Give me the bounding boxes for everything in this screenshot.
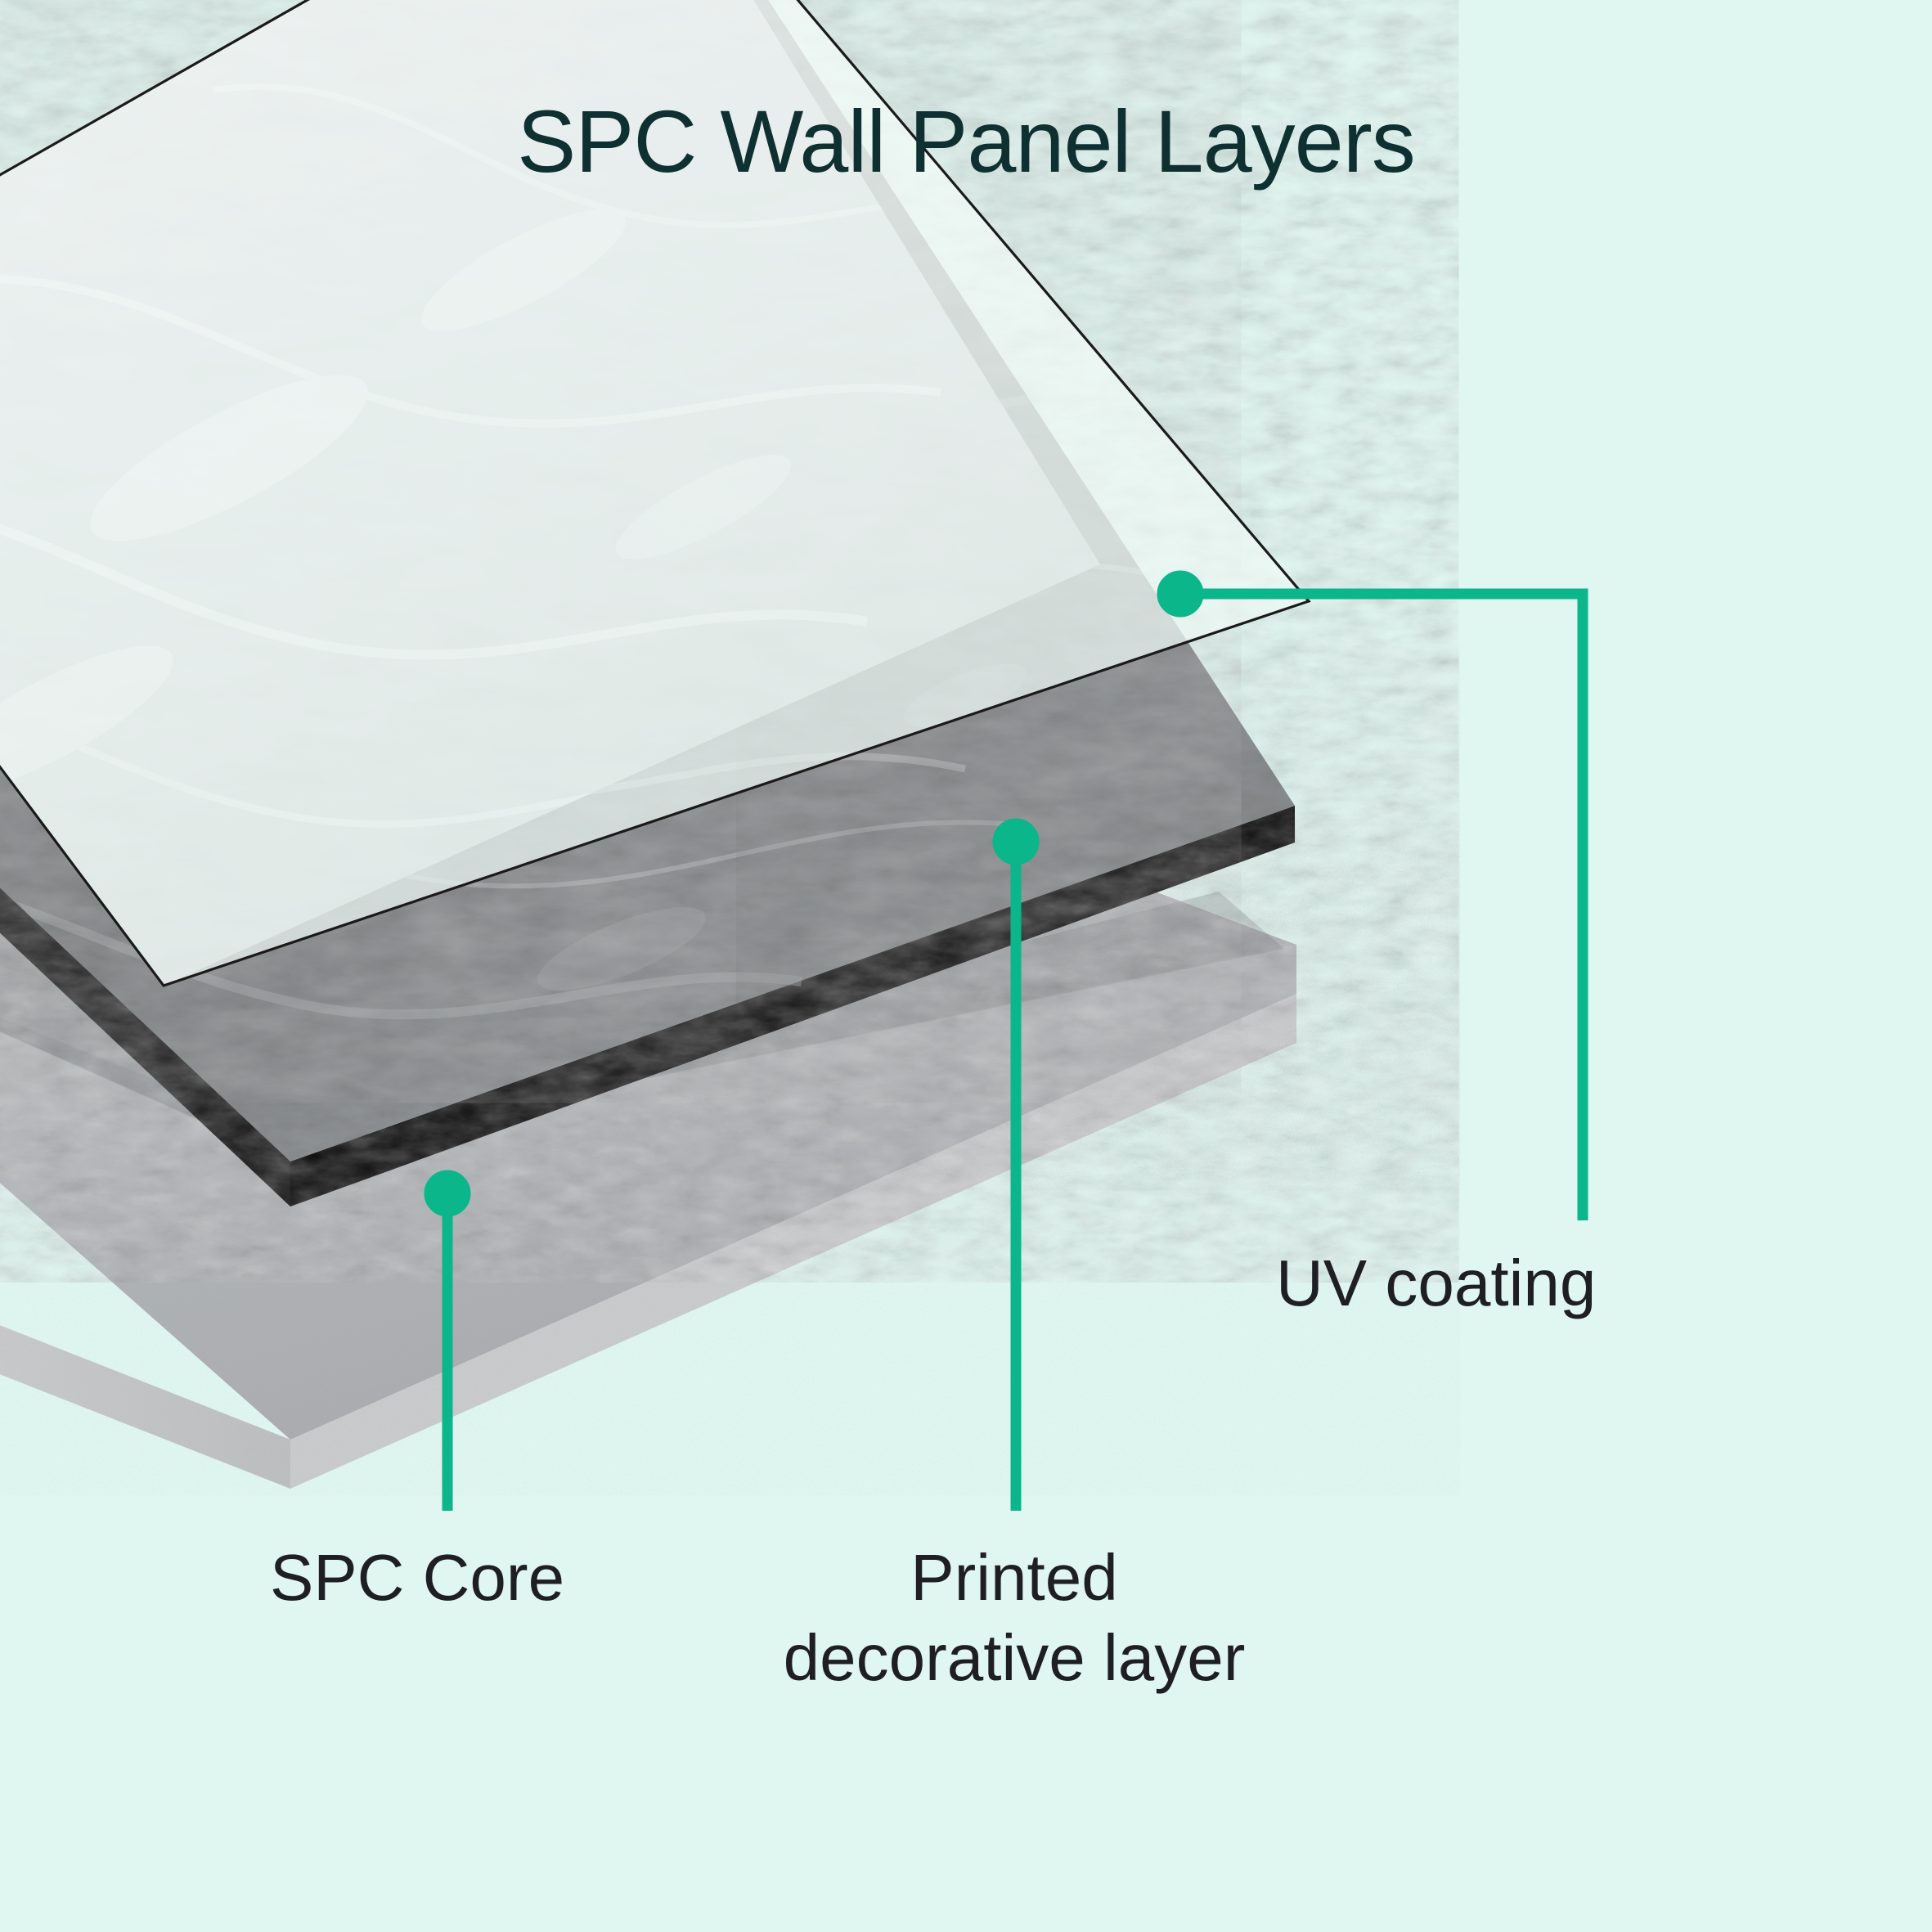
uv-coating-overhang-fill — [0, 0, 1309, 986]
spc-core-side-left — [0, 1325, 290, 1489]
callout-label-uv-coating: UV coating — [1276, 1247, 1597, 1319]
callout-leaders — [424, 570, 1588, 1511]
uv-coating-tint — [0, 0, 1100, 986]
spc-core-side-right — [290, 994, 1296, 1489]
callout-uv-dot — [1157, 570, 1204, 618]
callout-spc-dot — [424, 1170, 471, 1217]
callout-label-spc-core: SPC Core — [269, 1541, 565, 1614]
core-cast-shadow — [0, 892, 1284, 1145]
callout-uv-leader — [1180, 588, 1588, 1220]
callout-label-printed-decorative-layer: Printed decorative layer — [783, 1541, 1246, 1694]
spc-core-front-face — [0, 945, 1296, 1440]
decorative-layer-bottom-edge-left — [0, 887, 290, 1206]
callout-decorative-dot — [992, 818, 1040, 865]
layer-uv-coating — [0, 0, 1311, 987]
uv-coating-outline — [0, 0, 1311, 987]
